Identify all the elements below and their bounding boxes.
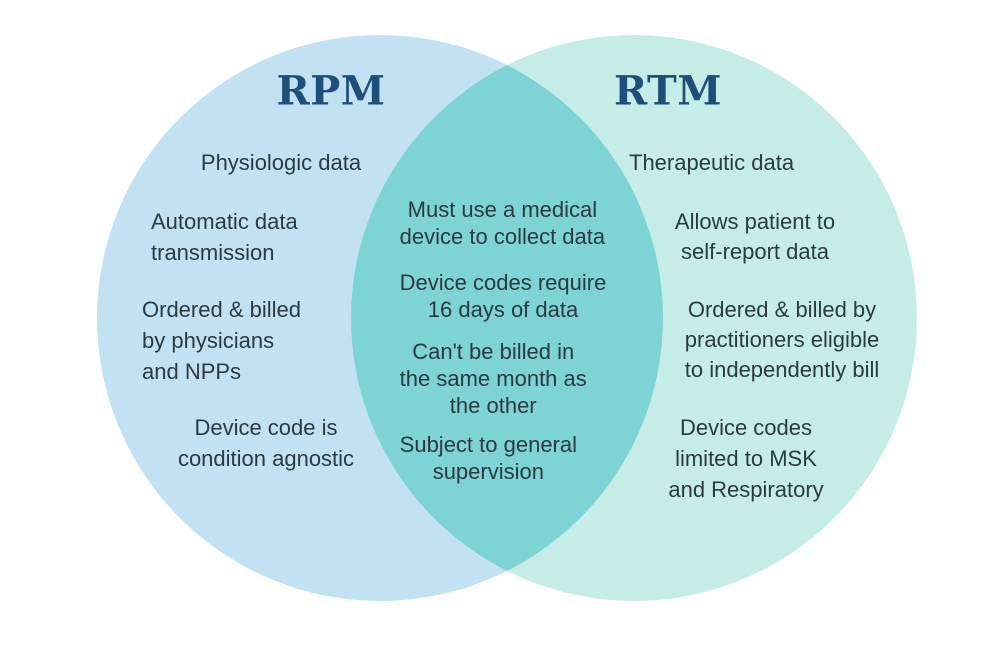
rpm-title: RPM xyxy=(276,67,386,115)
overlap-item-general-supervision: Subject to general supervision xyxy=(399,432,578,484)
rpm-item-physiologic-data: Physiologic data xyxy=(200,150,362,175)
rpm-item-automatic-transmission: Automatic data transmission xyxy=(151,209,298,265)
overlap-item-16-days-data: Device codes require 16 days of data xyxy=(399,270,607,322)
rtm-item-self-report: Allows patient to self-report data xyxy=(674,209,836,264)
overlap-items: Must use a medical device to collect dat… xyxy=(400,196,607,485)
rtm-item-practitioners-bill: Ordered & billed by practitioners eligib… xyxy=(684,297,880,382)
rtm-item-therapeutic-data: Therapeutic data xyxy=(629,150,795,175)
rtm-item-msk-respiratory: Device codes limited to MSK and Respirat… xyxy=(668,415,824,502)
overlap-item-medical-device: Must use a medical device to collect dat… xyxy=(399,197,606,249)
rpm-item-ordered-billed-physicians: Ordered & billed by physicians and NPPs xyxy=(142,297,301,384)
overlap-item-same-month-billing: Can't be billed in the same month as the… xyxy=(399,339,587,418)
rpm-item-device-code-agnostic: Device code is condition agnostic xyxy=(177,415,355,471)
rtm-title: RTM xyxy=(613,67,723,115)
